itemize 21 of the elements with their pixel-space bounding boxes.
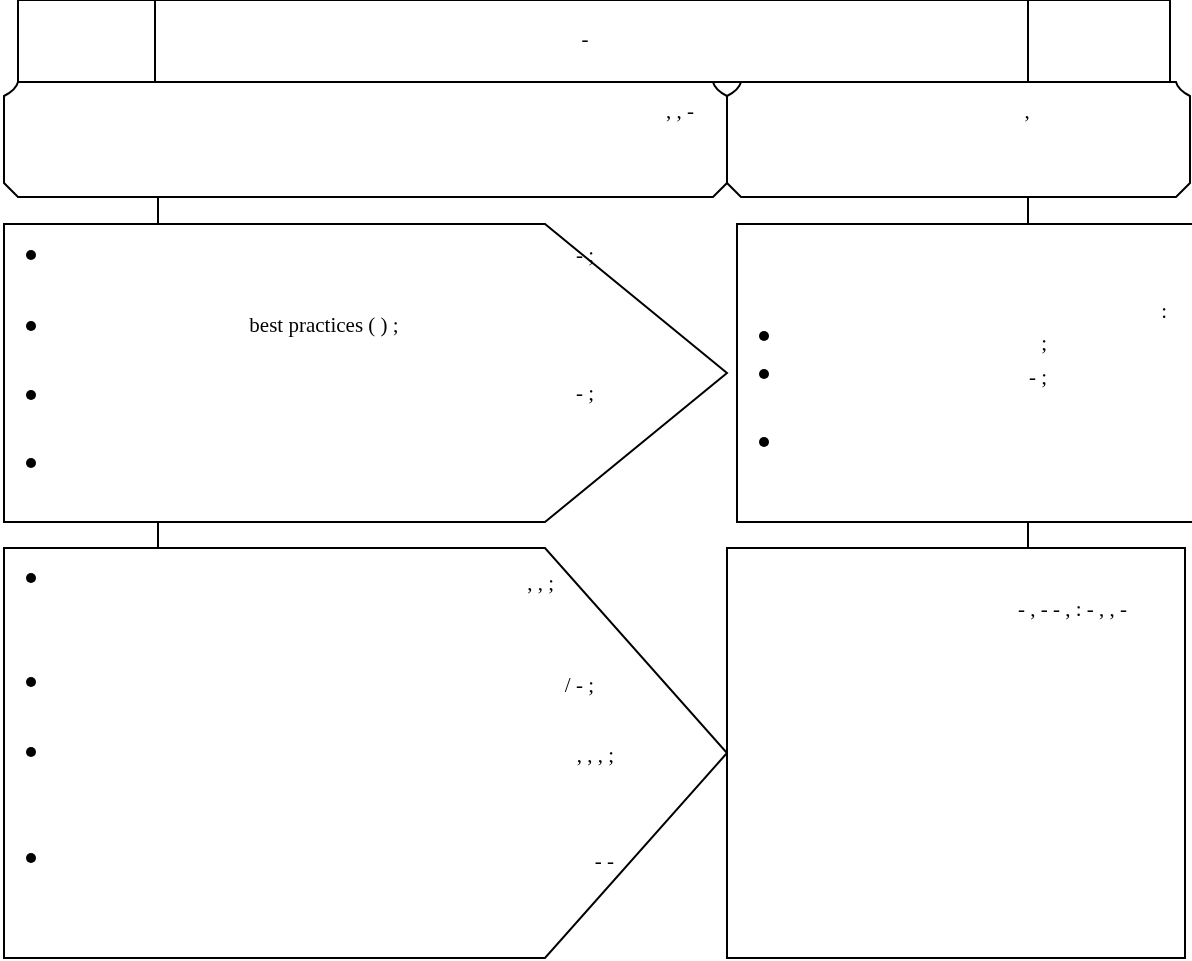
pentagon-arrow-box [4, 548, 727, 958]
bullet-text: - ; [1027, 364, 1047, 391]
connector-line [1027, 521, 1029, 549]
bullet-text: - , - - , : - , , - [1016, 596, 1127, 623]
bullet-text: , [1023, 98, 1031, 125]
pentagon-arrow-box [4, 224, 727, 522]
process-box [737, 224, 1192, 522]
bullet-text: - ; [574, 380, 594, 407]
table-cell [727, 548, 1185, 958]
connector-line [1027, 196, 1029, 225]
bullet-text: , , ; [526, 570, 554, 597]
connector-line [157, 196, 159, 225]
bullet-text: - - [593, 848, 614, 875]
bullet-text: - [580, 26, 590, 53]
bullet-text: / - ; [563, 672, 594, 699]
connector-line [157, 521, 159, 549]
bullet-text: , , , ; [575, 742, 614, 769]
bullet-text: ; [1040, 330, 1047, 357]
bullet-text: best practices ( ) ; [248, 312, 400, 339]
bullet-text: , , - [665, 98, 694, 125]
bullet-text: : [1160, 298, 1167, 325]
